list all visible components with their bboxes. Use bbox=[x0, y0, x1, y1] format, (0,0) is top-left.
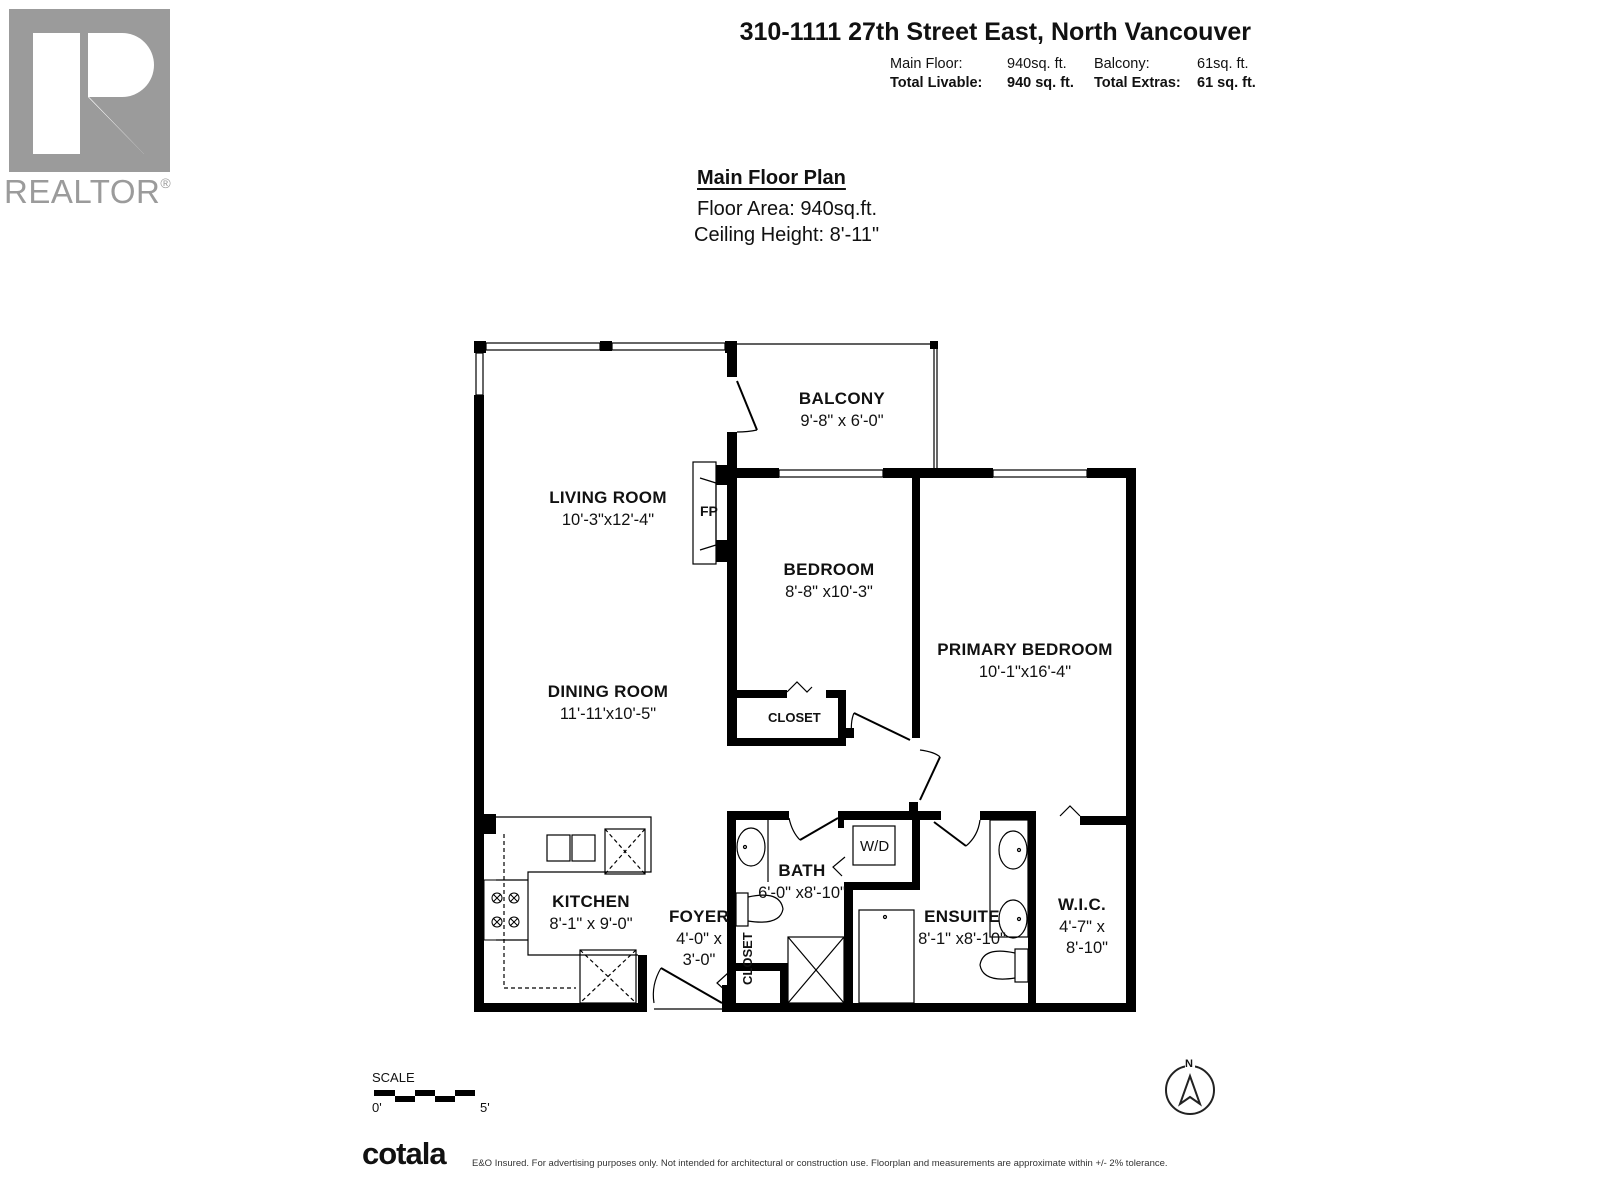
burner-icon bbox=[491, 892, 520, 928]
scale-end: 5' bbox=[480, 1100, 490, 1115]
total-extras-label: Total Extras: bbox=[1094, 75, 1181, 91]
realtor-wordmark: REALTOR® bbox=[4, 173, 172, 210]
foyer-closet-label: CLOSET bbox=[740, 932, 755, 985]
ceiling-height: Ceiling Height: 8'-11" bbox=[694, 224, 880, 246]
main-floor-value: 940sq. ft. bbox=[1007, 56, 1067, 72]
total-livable-value: 940 sq. ft. bbox=[1007, 75, 1074, 91]
room-balcony: BALCONY 9'-8" x 6'-0" bbox=[798, 389, 886, 430]
total-extras-value: 61 sq. ft. bbox=[1197, 75, 1256, 91]
bedroom-closet-label: CLOSET bbox=[768, 710, 821, 725]
scale-bar-icon bbox=[374, 1090, 475, 1102]
room-living-room: LIVING ROOM 10'-3"x12'-4" bbox=[549, 488, 667, 529]
area-row-main: Main Floor: 940sq. ft. Balcony: 61sq. ft… bbox=[890, 56, 1256, 75]
floor-area: Floor Area: 940sq.ft. bbox=[697, 198, 878, 220]
realtor-logo bbox=[9, 9, 170, 172]
area-row-totals: Total Livable: 940 sq. ft. Total Extras:… bbox=[890, 75, 1256, 94]
wall-left bbox=[474, 395, 484, 1012]
room-walk-in-closet: W.I.C. 4'-7" x 8'-10" bbox=[1057, 895, 1109, 957]
balcony-label: Balcony: bbox=[1094, 56, 1150, 72]
scale-start: 0' bbox=[372, 1100, 382, 1115]
total-livable-label: Total Livable: bbox=[890, 75, 983, 91]
room-ensuite: ENSUITE 8'-1" x8'-10" bbox=[918, 907, 1006, 948]
realtor-r-icon bbox=[33, 33, 154, 154]
north-compass-icon bbox=[1165, 1065, 1215, 1115]
compass-north-label: N bbox=[1185, 1058, 1193, 1070]
room-bath: BATH 6'-0" x8'-10" bbox=[758, 861, 846, 902]
room-kitchen: KITCHEN 8'-1" x 9'-0" bbox=[549, 892, 633, 933]
washer-dryer-label: W/D bbox=[860, 838, 890, 855]
area-summary: Main Floor: 940sq. ft. Balcony: 61sq. ft… bbox=[890, 56, 1256, 94]
plan-title: Main Floor Plan bbox=[697, 167, 846, 189]
main-floor-label: Main Floor: bbox=[890, 56, 963, 72]
room-dining-room: DINING ROOM 11'-11'x10'-5" bbox=[547, 682, 669, 723]
room-foyer: FOYER 4'-0" x 3'-0" bbox=[668, 907, 730, 969]
disclaimer: E&O Insured. For advertising purposes on… bbox=[472, 1158, 1168, 1169]
scale-label: SCALE bbox=[372, 1070, 415, 1085]
room-primary-bedroom: PRIMARY BEDROOM 10'-1"x16'-4" bbox=[937, 640, 1113, 681]
fireplace-label: FP bbox=[700, 503, 718, 519]
plan-heading: Main Floor Plan Floor Area: 940sq.ft. Ce… bbox=[694, 167, 880, 248]
cotala-logo: cotala bbox=[362, 1136, 447, 1171]
property-address: 310-1111 27th Street East, North Vancouv… bbox=[739, 18, 1251, 46]
balcony-value: 61sq. ft. bbox=[1197, 56, 1249, 72]
room-bedroom: BEDROOM 8'-8" x10'-3" bbox=[783, 560, 875, 601]
